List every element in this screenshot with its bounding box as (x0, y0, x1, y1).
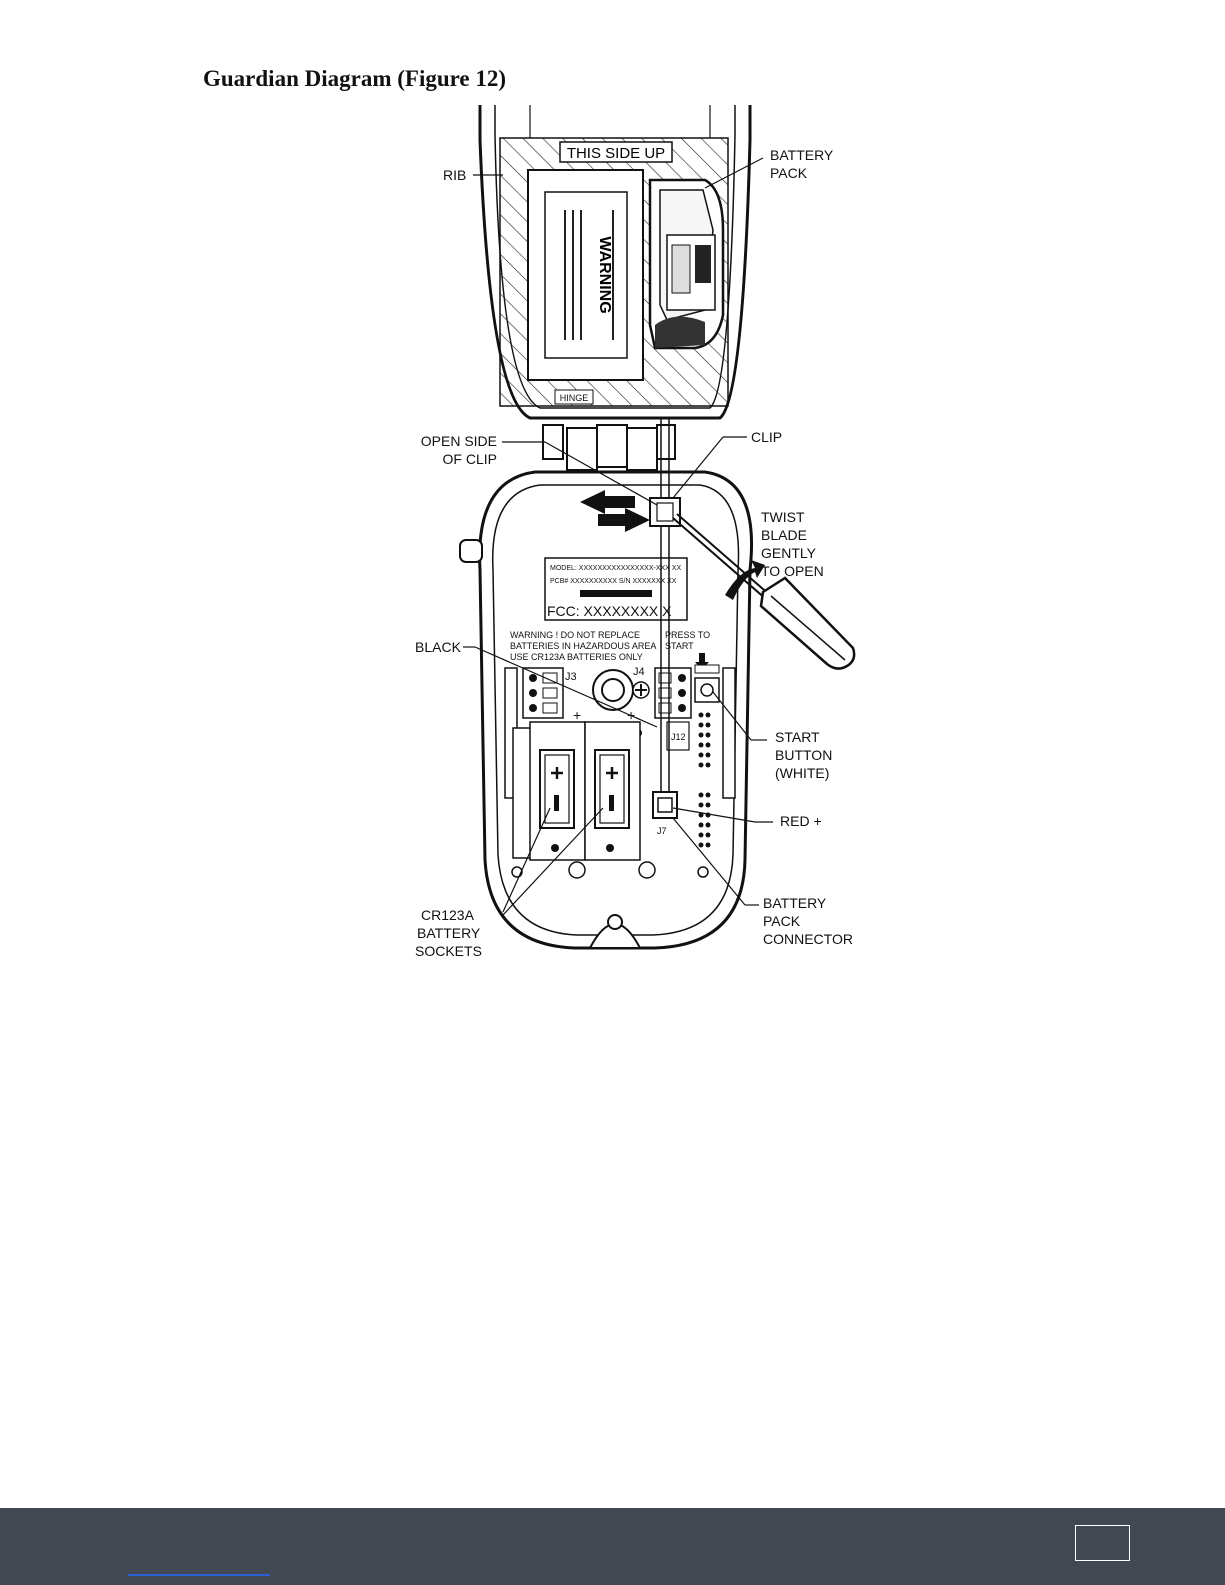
arrow-left-icon (580, 490, 635, 514)
hinge-label: HINGE (560, 393, 589, 403)
callout-cr123a-1: CR123A (421, 907, 475, 923)
warning-plate-label: WARNING (596, 236, 613, 313)
callout-rib: RIB (443, 167, 466, 183)
callout-twist-3: GENTLY (761, 545, 817, 561)
footer-bar (0, 1508, 1225, 1585)
fcc-line: FCC: XXXXXXXX X (547, 603, 672, 619)
callout-connector-3: CONNECTOR (763, 931, 853, 947)
this-side-up-label: THIS SIDE UP (567, 145, 665, 162)
j3-label: J3 (565, 671, 577, 683)
arrow-right-icon (598, 508, 650, 532)
warning-line-1: WARNING ! DO NOT REPLACE (510, 630, 640, 640)
callout-labels: RIB BATTERY PACK OPEN SIDE OF CLIP CLIP … (415, 147, 853, 959)
callout-cr123a-2: BATTERY (417, 925, 481, 941)
callout-battery-pack-2: PACK (770, 165, 808, 181)
model-line: MODEL: XXXXXXXXXXXXXXXX-XXX XX (550, 565, 681, 572)
callout-start-3: (WHITE) (775, 765, 829, 781)
j4-label: J4 (633, 666, 645, 678)
callout-start-2: BUTTON (775, 747, 832, 763)
battery-wire (660, 418, 670, 792)
callout-open-side-2: OF CLIP (443, 451, 497, 467)
callout-start-1: START (775, 729, 820, 745)
callout-clip: CLIP (751, 429, 782, 445)
callout-black: BLACK (415, 639, 462, 655)
device-body: MODEL: XXXXXXXXXXXXXXXX-XXX XX PCB# XXXX… (459, 470, 754, 950)
page-number-box (1075, 1525, 1130, 1561)
callout-twist-2: BLADE (761, 527, 807, 543)
callout-red: RED + (780, 813, 822, 829)
battery-socket-right (584, 721, 641, 861)
footer-link[interactable] (128, 1574, 270, 1576)
callout-twist-1: TWIST (761, 509, 805, 525)
battery-socket-left (529, 721, 586, 861)
j12-label: J12 (671, 732, 686, 742)
callout-connector-2: PACK (763, 913, 801, 929)
screwdriver-icon (672, 513, 856, 670)
press-line-1: PRESS TO (665, 630, 710, 640)
guardian-diagram: THIS SIDE UP WARNING HINGE (415, 105, 856, 959)
warning-line-2: BATTERIES IN HAZARDOUS AREA (510, 641, 656, 651)
callout-battery-pack-1: BATTERY (770, 147, 834, 163)
callout-connector-1: BATTERY (763, 895, 827, 911)
start-button-shape (694, 677, 720, 703)
callout-twist-4: TO OPEN (761, 563, 824, 579)
pcb-line: PCB# XXXXXXXXXX S/N XXXXXXX XX (550, 578, 677, 585)
page-title: Guardian Diagram (Figure 12) (203, 66, 507, 91)
leader-lines (463, 157, 773, 916)
press-line-2: START (665, 641, 694, 651)
hinge (542, 424, 676, 471)
device-lid: THIS SIDE UP WARNING HINGE (478, 105, 752, 420)
callout-cr123a-3: SOCKETS (415, 943, 482, 959)
plus-sign-left: + (573, 707, 581, 723)
callout-open-side-1: OPEN SIDE (421, 433, 497, 449)
warning-line-3: USE CR123A BATTERIES ONLY (510, 652, 643, 662)
battery-pack (648, 178, 725, 350)
j7-label: J7 (657, 826, 667, 836)
